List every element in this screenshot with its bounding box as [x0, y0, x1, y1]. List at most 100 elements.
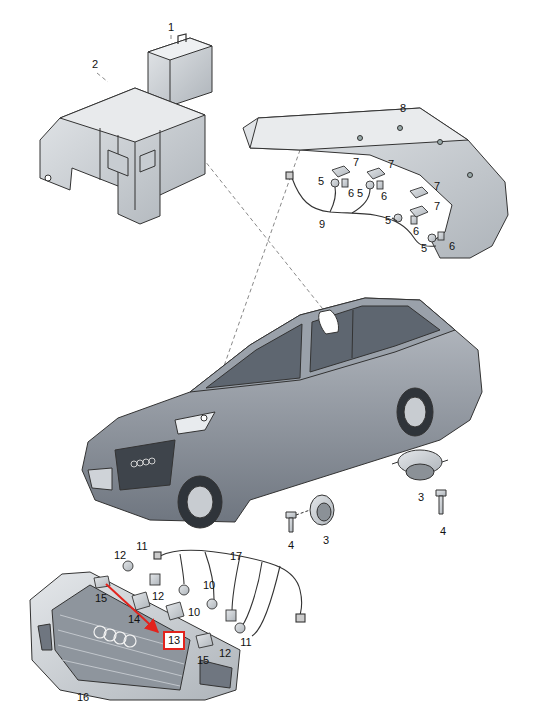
- mounting-screw-stroke: [436, 490, 446, 496]
- car-body-stroke: [397, 388, 433, 436]
- callout-number: 2: [91, 58, 99, 71]
- callout-number: 4: [287, 539, 295, 552]
- front-parking-sensor-stroke: [123, 561, 133, 571]
- car-body-stroke: [82, 298, 482, 522]
- highlight-arrow-stroke: [106, 584, 158, 632]
- callout-number: 10: [202, 579, 216, 592]
- front-bumper-stroke: [58, 615, 185, 686]
- front-bumper-stroke: [30, 572, 240, 700]
- highlight-arrow: [106, 584, 158, 632]
- callout-number: 1: [167, 21, 175, 34]
- front-parking-sensor-stroke: [235, 623, 245, 633]
- front-sensor-wiring: [154, 550, 305, 636]
- mounting-bracket-stroke: [45, 175, 51, 181]
- wiring-harness: [286, 172, 436, 246]
- callout-number: 3: [417, 491, 425, 504]
- rear-parking-sensor-stroke: [410, 187, 428, 198]
- leader-line-stroke: [97, 73, 108, 82]
- mounting-bracket-stroke: [108, 150, 155, 176]
- mounting-screw-stroke: [296, 510, 310, 515]
- callout-number: 7: [387, 158, 395, 171]
- front-bumper: [30, 572, 240, 700]
- rear-parking-sensor-stroke: [367, 168, 385, 179]
- front-parking-sensor-stroke: [132, 592, 150, 610]
- car-body-stroke: [137, 460, 143, 466]
- callout-number: 6: [347, 187, 355, 200]
- callout-number: 7: [352, 156, 360, 169]
- callout-number: 11: [135, 540, 148, 553]
- front-bumper-stroke: [52, 585, 190, 690]
- control-unit-stroke: [170, 60, 171, 106]
- mounting-bracket-stroke: [60, 88, 205, 142]
- control-unit: [148, 34, 212, 106]
- callout-number: 12: [113, 549, 127, 562]
- car-body-stroke: [319, 310, 339, 334]
- front-parking-sensor-stroke: [196, 633, 213, 648]
- callout-number: 12: [218, 647, 232, 660]
- front-sensor-wiring-stroke: [232, 556, 240, 612]
- leader-line-stroke: [171, 35, 172, 42]
- callout-number: 12: [151, 590, 165, 603]
- wiring-harness-stroke: [286, 172, 293, 179]
- front-bumper-stroke: [38, 624, 52, 650]
- warning-buzzer-stroke: [317, 503, 331, 521]
- control-unit-stroke: [178, 34, 186, 44]
- front-parking-sensor-stroke: [150, 574, 160, 585]
- rear-parking-sensor-stroke: [377, 181, 383, 189]
- callout-number: 6: [380, 190, 388, 203]
- warning-buzzer: [310, 450, 448, 525]
- car-body-stroke: [352, 310, 353, 358]
- car-body-stroke: [310, 306, 440, 372]
- mounting-screw-stroke: [439, 496, 443, 514]
- front-parking-sensor-stroke: [226, 610, 236, 621]
- rear-parking-sensor-stroke: [438, 232, 444, 240]
- rear-parking-sensor-stroke: [342, 179, 348, 187]
- car-body-stroke: [201, 415, 207, 421]
- front-sensor-wiring-stroke: [180, 554, 184, 584]
- rear-bumper-stroke: [468, 173, 473, 178]
- rear-parking-sensor-stroke: [332, 166, 350, 177]
- front-parking-sensor-stroke: [166, 602, 184, 620]
- callout-number: 17: [229, 550, 243, 563]
- front-sensor-wiring-stroke: [242, 562, 262, 626]
- car-body-stroke: [190, 298, 455, 392]
- car-body-stroke: [206, 324, 302, 388]
- warning-buzzer-stroke: [406, 464, 434, 480]
- mounting-bracket-stroke: [40, 88, 205, 224]
- control-unit-stroke: [148, 38, 212, 106]
- rear-bumper-stroke: [358, 136, 363, 141]
- rear-bumper-stroke: [243, 108, 508, 258]
- callout-number: 15: [196, 654, 210, 667]
- callout-number: 9: [318, 218, 326, 231]
- mounting-screw-stroke: [289, 518, 293, 532]
- car-body-stroke: [143, 459, 149, 465]
- front-parking-sensor-stroke: [179, 585, 189, 595]
- wiring-harness-stroke: [330, 187, 335, 212]
- car-body-stroke: [131, 461, 137, 467]
- front-sensor-wiring-stroke: [252, 566, 280, 636]
- front-sensor-wiring-stroke: [296, 614, 305, 622]
- callout-number: 6: [448, 240, 456, 253]
- callout-number: 5: [317, 175, 325, 188]
- front-sensor-wiring-stroke: [154, 552, 161, 559]
- mounting-bracket: [40, 88, 205, 224]
- callout-number: 6: [412, 225, 420, 238]
- mounting-screw-stroke: [286, 512, 296, 518]
- rear-bumper-stroke: [438, 140, 443, 145]
- callout-number: 15: [94, 592, 108, 605]
- highlight-box: 13: [163, 631, 185, 650]
- mounting-screw: [286, 490, 446, 532]
- front-parking-sensor-stroke: [207, 599, 217, 609]
- front-bumper-stroke: [94, 626, 136, 647]
- callout-number: 7: [433, 200, 441, 213]
- car-body-stroke: [187, 486, 213, 518]
- callout-number: 7: [433, 180, 441, 193]
- wiring-harness-stroke: [292, 178, 436, 246]
- callout-number: 3: [322, 534, 330, 547]
- car-body-stroke: [404, 397, 426, 427]
- warning-buzzer-stroke: [310, 495, 334, 525]
- callout-number: 13: [168, 635, 180, 646]
- car-body-stroke: [175, 412, 215, 434]
